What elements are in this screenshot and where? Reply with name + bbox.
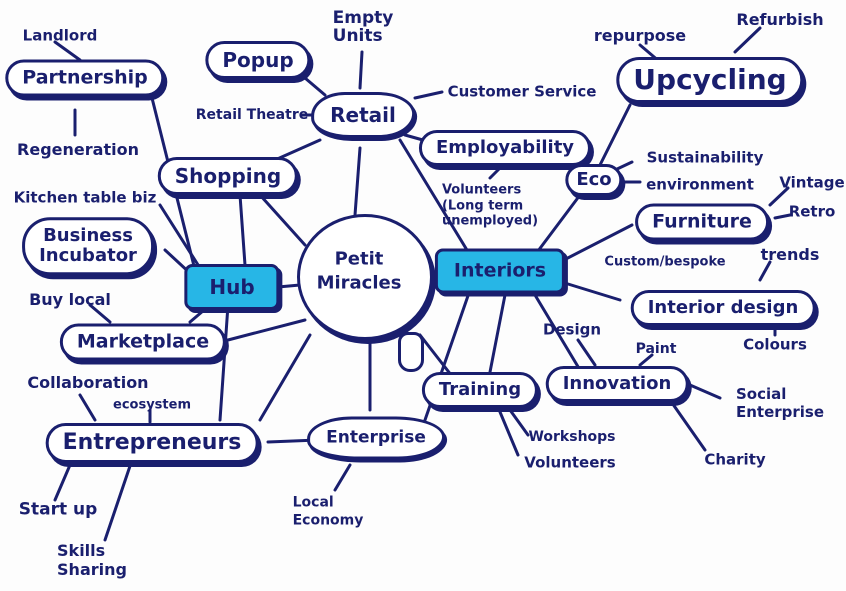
link-enterprise-localeconomy	[333, 463, 352, 492]
link-collaboration-entrepreneurs	[78, 393, 97, 422]
central-cloud	[297, 214, 433, 340]
link-training-workshops	[508, 408, 530, 437]
node-enterprise: Enterprise	[307, 416, 445, 460]
label-skills-sharing: Skills Sharing	[57, 540, 127, 579]
label-colours: Colours	[743, 335, 807, 354]
node-partnership: Partnership	[5, 59, 165, 97]
label-local-economy: Local Economy	[292, 494, 364, 529]
central-title-line2: Miracles	[316, 273, 402, 294]
node-employability: Employability	[418, 130, 592, 166]
link-furniture-retro	[773, 213, 792, 220]
link-innovation-design	[576, 338, 597, 367]
label-vintage: Vintage	[779, 173, 845, 192]
label-collaboration: Collaboration	[27, 373, 149, 392]
label-refurbish: Refurbish	[736, 10, 824, 29]
node-innovation: Innovation	[545, 366, 689, 402]
link-furniture-vintage	[768, 186, 790, 207]
link-partnership-landlord	[53, 40, 82, 62]
link-innovation-paint	[638, 353, 654, 367]
label-paint: Paint	[635, 341, 677, 357]
link-training-volunteers	[498, 410, 520, 457]
label-landlord: Landlord	[22, 26, 98, 45]
node-business-incubator: Business Incubator	[22, 217, 154, 275]
node-hub: Hub	[184, 264, 280, 310]
drip-shape	[398, 332, 424, 372]
link-hub-entrepreneurs	[218, 303, 230, 422]
node-shopping: Shopping	[157, 157, 299, 195]
link-interiors-interiordesign	[553, 278, 622, 302]
link-retail-interiors	[398, 138, 472, 257]
label-sustainability: Sustainability	[646, 148, 764, 167]
label-volunteers: Volunteers	[524, 453, 616, 472]
link-eco-interiors	[533, 193, 582, 257]
label-custom-bespoke: Custom/bespoke	[604, 254, 726, 270]
link-hub-shopping	[238, 193, 247, 267]
link-retail-emptyunits	[358, 50, 364, 90]
link-center-hub	[276, 283, 302, 289]
label-charity: Charity	[704, 450, 766, 469]
link-kitchentable-hub	[158, 203, 202, 270]
link-buylocal-marketplace	[88, 303, 112, 324]
link-interiors-furniture	[558, 223, 634, 264]
node-marketplace: Marketplace	[59, 323, 227, 361]
node-eco: Eco	[565, 164, 623, 196]
label-empty-units: Empty Units	[332, 8, 394, 46]
node-upcycling: Upcycling	[616, 57, 804, 103]
link-center-retail	[353, 146, 362, 217]
link-interiors-training	[488, 293, 507, 374]
node-popup: Popup	[205, 41, 311, 79]
label-retro: Retro	[788, 202, 836, 221]
node-retail: Retail	[311, 92, 415, 138]
link-center-shopping	[258, 193, 307, 247]
label-volunteers-longterm: Volunteers (Long term unemployed)	[441, 182, 539, 229]
node-interior-design: Interior design	[630, 290, 816, 326]
label-start-up: Start up	[18, 499, 98, 520]
label-design: Design	[542, 320, 602, 339]
central-title: Petit Miracles	[317, 248, 402, 297]
node-interiors: Interiors	[434, 248, 566, 294]
label-kitchen-table-biz: Kitchen table biz	[13, 188, 157, 207]
label-environment: environment	[646, 175, 754, 194]
label-retail-theatre: Retail Theatre	[195, 107, 309, 123]
label-workshops: Workshops	[528, 429, 616, 445]
link-interiordesign-trends	[758, 260, 772, 282]
link-center-entrepreneurs	[258, 333, 312, 422]
label-trends: trends	[760, 245, 820, 264]
label-regeneration: Regeneration	[17, 140, 139, 159]
link-entrepreneurs-skills	[103, 464, 132, 542]
link-employability-volunteers	[488, 166, 502, 180]
link-retail-customerservice	[413, 90, 444, 100]
link-retail-popup	[303, 76, 327, 97]
link-upcycling-refurbish	[733, 26, 762, 54]
link-innovation-charity	[668, 398, 707, 452]
node-training: Training	[421, 372, 539, 408]
link-interiors-innovation	[533, 293, 582, 372]
label-social-enterprise: Social Enterprise	[735, 385, 825, 421]
label-buy-local: Buy local	[29, 290, 111, 309]
link-innovation-social	[688, 383, 722, 400]
link-entrepreneurs-startup	[53, 463, 72, 502]
label-customer-service: Customer Service	[447, 82, 597, 101]
central-title-line1: Petit	[334, 248, 384, 270]
node-furniture: Furniture	[635, 203, 769, 241]
label-repurpose: repurpose	[593, 26, 687, 45]
link-center-marketplace	[226, 318, 307, 342]
label-ecosystem: ecosystem	[113, 397, 191, 413]
link-eco-upcycling	[598, 103, 632, 167]
node-entrepreneurs: Entrepreneurs	[45, 423, 259, 463]
